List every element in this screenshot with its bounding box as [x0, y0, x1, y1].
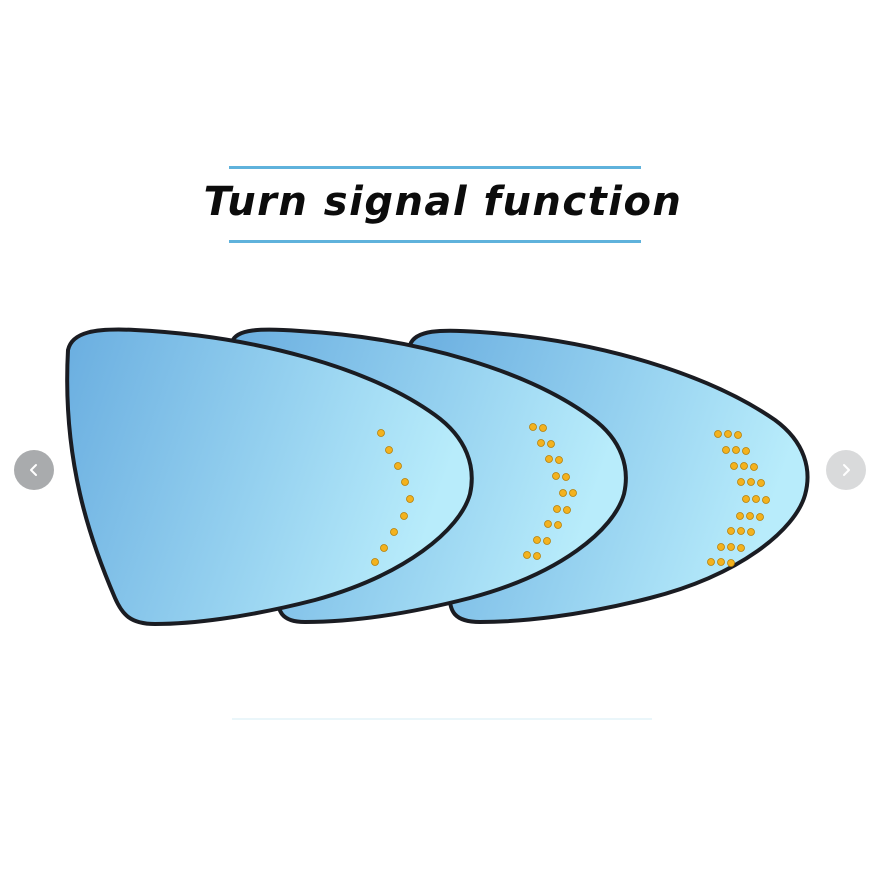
led-arrow-middle — [523, 423, 577, 560]
carousel-prev-button[interactable] — [14, 450, 54, 490]
chevron-left-icon — [30, 464, 37, 476]
chevron-right-icon — [843, 464, 850, 476]
carousel-next-button[interactable] — [826, 450, 866, 490]
led-arrow-back — [707, 430, 770, 567]
led-arrow-front — [371, 429, 414, 566]
banner-title: Turn signal function — [203, 179, 683, 225]
title-bottom-rule — [229, 240, 641, 243]
bottom-divider — [232, 718, 652, 720]
mirror-glass-front — [65, 327, 474, 627]
title-top-rule — [229, 166, 641, 169]
